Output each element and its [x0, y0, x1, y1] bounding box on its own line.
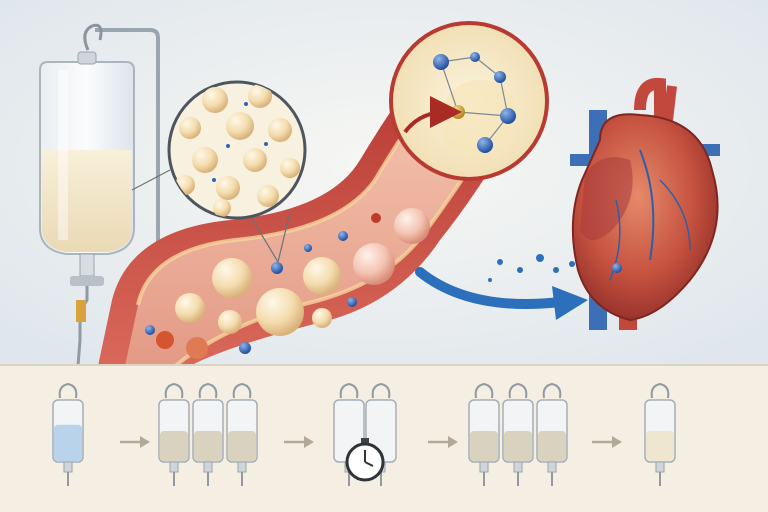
magnifier-icon	[391, 23, 547, 179]
sequence-step	[469, 384, 567, 486]
infusion-sequence-strip	[0, 366, 768, 512]
sequence-step	[159, 384, 257, 486]
lipid-infusion-scene	[0, 0, 768, 366]
